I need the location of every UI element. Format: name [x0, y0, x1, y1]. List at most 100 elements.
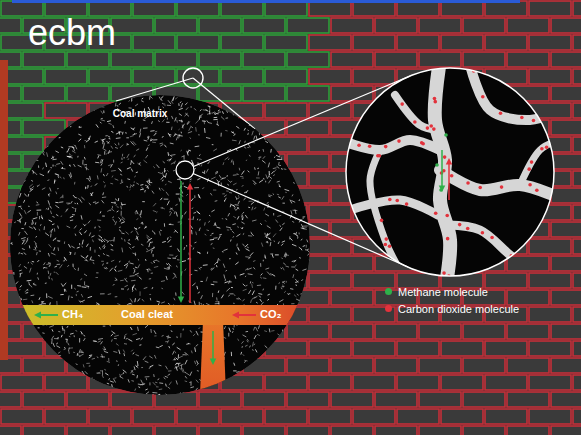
brick	[309, 137, 351, 152]
brick	[287, 52, 329, 67]
co2-molecule	[540, 147, 544, 151]
brick	[573, 273, 581, 288]
brick	[353, 69, 395, 84]
brick	[485, 273, 527, 288]
brick	[89, 409, 131, 424]
brick	[463, 426, 505, 435]
co2-molecule	[378, 154, 382, 158]
brick	[353, 273, 395, 288]
brick	[551, 256, 581, 271]
brick	[529, 375, 571, 390]
brick	[287, 426, 329, 435]
brick	[1, 375, 43, 390]
co2-arrow	[448, 163, 450, 200]
brick	[419, 324, 461, 339]
brick	[529, 409, 571, 424]
legend-text: Carbon dioxide molecule	[398, 303, 519, 315]
gas-label: CO₂	[260, 308, 281, 321]
brick	[309, 205, 351, 220]
brick	[265, 375, 307, 390]
brick	[199, 426, 241, 435]
coal-speckles	[10, 95, 310, 395]
brick	[23, 358, 65, 373]
co2-molecule	[432, 127, 436, 131]
brick	[155, 52, 197, 67]
co2-molecule	[528, 183, 532, 187]
brick	[551, 222, 581, 237]
co2-molecule	[466, 227, 470, 231]
brick	[221, 409, 263, 424]
edge-strip	[0, 60, 8, 360]
brick	[573, 137, 581, 152]
zoom-marker	[176, 161, 194, 179]
brick	[0, 426, 21, 435]
methane-arrow-head	[439, 186, 446, 193]
brick	[309, 1, 351, 16]
brick	[573, 239, 581, 254]
co2-molecule	[405, 202, 409, 206]
co2-arrow-head	[446, 158, 453, 165]
brick	[507, 392, 549, 407]
co2-molecule	[535, 189, 539, 193]
brick	[573, 171, 581, 186]
brick	[573, 69, 581, 84]
co2-molecule	[532, 119, 536, 123]
methane-flow-arrow-head	[34, 312, 41, 319]
co2-molecule	[384, 145, 388, 149]
zoom-marker	[183, 68, 203, 88]
brick	[485, 1, 527, 16]
brick	[397, 35, 439, 50]
brick	[45, 103, 87, 118]
co2-molecule	[490, 236, 494, 240]
brick	[309, 35, 351, 50]
brick	[573, 35, 581, 50]
brick	[111, 52, 153, 67]
brick	[287, 120, 329, 135]
brick	[573, 1, 581, 16]
brick	[529, 239, 571, 254]
brick	[507, 324, 549, 339]
brick	[507, 358, 549, 373]
co2-molecule	[545, 145, 549, 149]
brick	[507, 256, 549, 271]
brick	[529, 307, 571, 322]
brick	[485, 375, 527, 390]
brick	[463, 392, 505, 407]
brick	[67, 86, 109, 101]
brick	[463, 324, 505, 339]
band-label: Coal cleat	[121, 308, 173, 321]
brick	[23, 426, 65, 435]
brick	[419, 358, 461, 373]
leader-line	[185, 170, 310, 267]
zoom-outline	[346, 68, 554, 276]
co2-molecule	[368, 144, 372, 148]
brick	[353, 409, 395, 424]
brick	[67, 392, 109, 407]
brick	[199, 52, 241, 67]
brick	[243, 426, 285, 435]
brick	[309, 307, 351, 322]
brick	[375, 358, 417, 373]
brick	[309, 409, 351, 424]
brick	[353, 35, 395, 50]
co2-molecule	[527, 167, 531, 171]
zoom-view	[340, 60, 570, 290]
brick	[441, 375, 483, 390]
brick	[441, 1, 483, 16]
brick	[243, 392, 285, 407]
brick	[529, 69, 571, 84]
brick	[551, 120, 581, 135]
co2-molecule	[450, 174, 454, 178]
brick	[23, 52, 65, 67]
co2-molecule	[384, 237, 388, 241]
brick	[375, 426, 417, 435]
brick	[551, 392, 581, 407]
brick	[463, 18, 505, 33]
brick	[287, 392, 329, 407]
methane-flow-arrow	[40, 314, 58, 316]
brick	[573, 205, 581, 220]
brick	[67, 426, 109, 435]
brick	[441, 341, 483, 356]
brick	[551, 188, 581, 203]
